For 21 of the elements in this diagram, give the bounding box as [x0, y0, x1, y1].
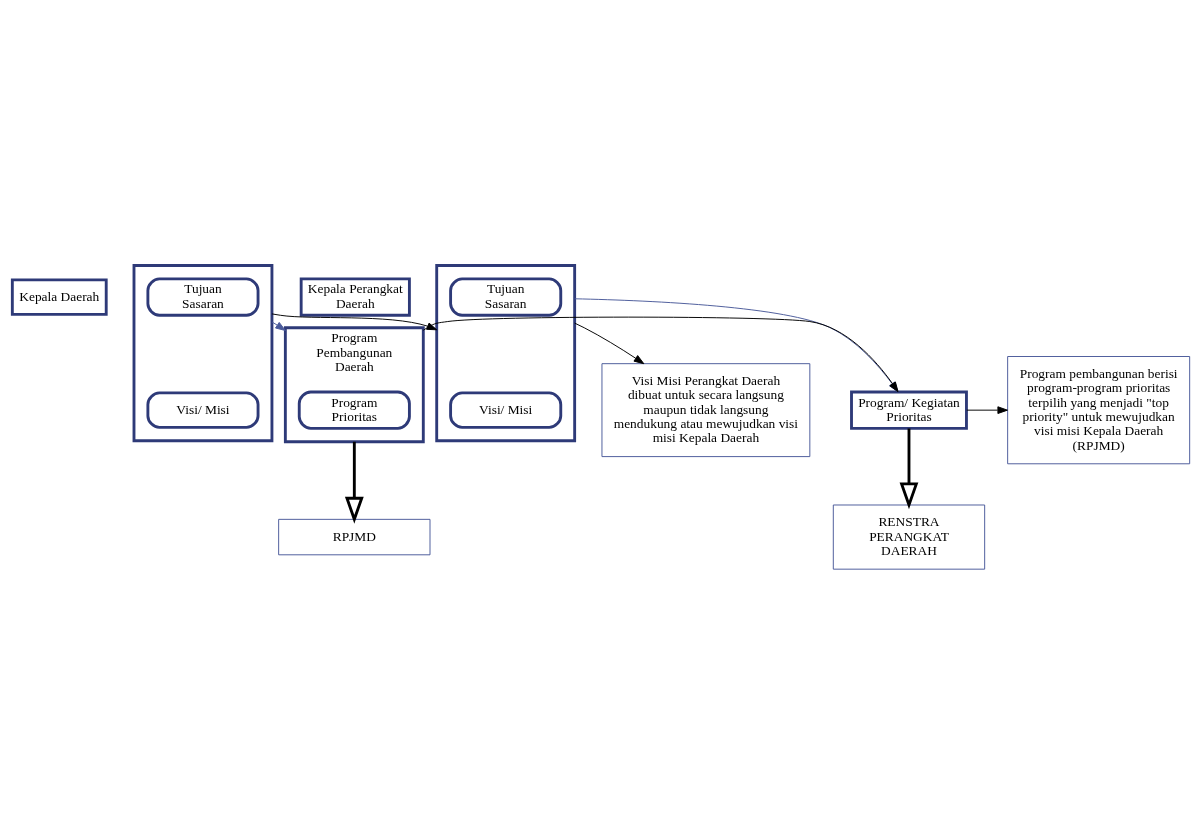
node-box: Tujuan Sasaran	[449, 277, 563, 317]
arrow	[422, 316, 899, 393]
node-box: Kepala Perangkat Daerah	[299, 277, 411, 317]
arrow	[344, 441, 364, 524]
node-box: Tujuan Sasaran	[146, 277, 260, 317]
node-box: RPJMD	[278, 518, 431, 556]
arrow	[574, 322, 645, 365]
node-box: RENSTRA PERANGKAT DAERAH	[832, 504, 986, 570]
node-box: Visi/ Misi	[146, 391, 260, 429]
arrow	[966, 406, 1008, 414]
arrow	[574, 298, 899, 393]
node-box: Kepala Daerah	[10, 278, 108, 316]
node-box: Program Prioritas	[297, 390, 411, 430]
arrow	[899, 428, 919, 510]
cluster	[132, 264, 274, 443]
cluster	[435, 264, 577, 443]
node-box: Visi/ Misi	[449, 391, 563, 429]
arrow	[271, 321, 286, 331]
node-box: Program/ Kegiatan Prioritas	[850, 390, 968, 430]
node-box: Visi Misi Perangkat Daerah dibuat untuk secara langsung maupun tidak langsung mendukung atau mewujudkan visi misi Kepala Daerah	[601, 363, 811, 458]
node-box: Program pembangunan berisi program-program prioritas terpilih yang menjadi "top priority" untuk mewujudkan visi misi Kepala Daerah (RPJMD)	[1007, 356, 1191, 465]
